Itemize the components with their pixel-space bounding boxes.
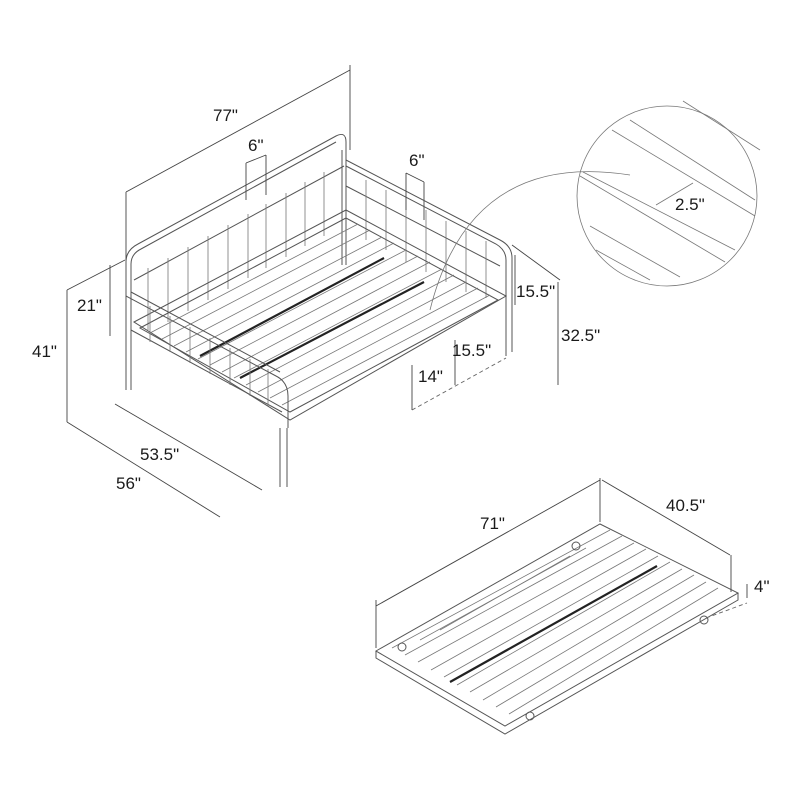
deck-height-label: 32.5" [561,326,601,345]
daybed-length-label: 77" [213,106,238,125]
outer-width-label: 56" [116,474,141,493]
spindle-spacing-left-label: 6" [248,136,264,155]
inner-width-label: 53.5" [140,445,180,464]
trundle-dimension-lines [375,478,748,648]
daybed-frame [125,134,513,487]
trundle-width-label: 40.5" [666,496,706,515]
trundle-length-label: 71" [480,514,505,533]
trundle-frame [374,523,740,735]
spindle-spacing-right-label: 6" [409,151,425,170]
slat-gap-label: 2.5" [675,195,705,214]
side-rail-height-label: 15.5" [516,282,556,301]
under-rail-clearance-label: 15.5" [452,341,492,360]
total-height-label: 41" [32,342,57,361]
daybed-dimension-lines [66,65,561,518]
trundle-height-label: 4" [754,577,770,596]
slat-detail-callout [429,100,761,311]
arm-height-label: 21" [77,296,102,315]
floor-clearance-label: 14" [418,367,443,386]
